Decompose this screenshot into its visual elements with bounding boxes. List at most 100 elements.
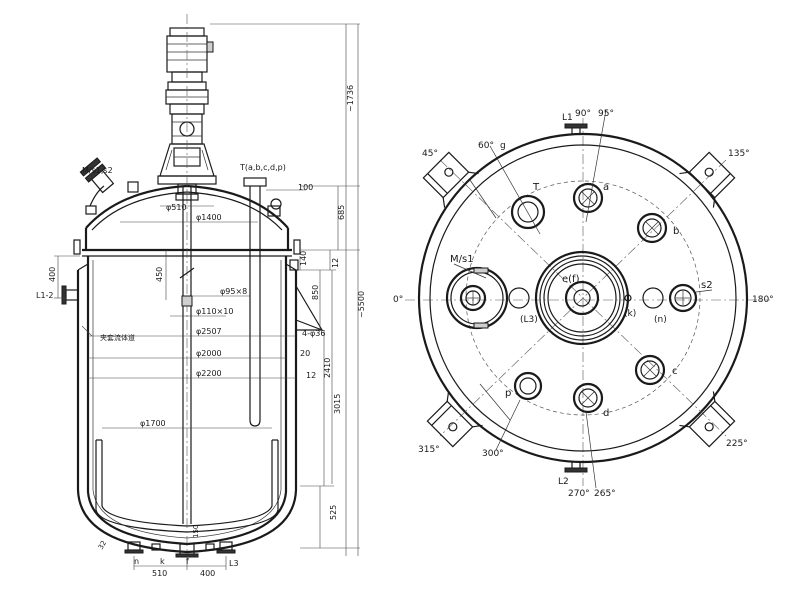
lug-225 <box>679 391 736 448</box>
label-dim-12b: 12 <box>306 371 316 380</box>
label-dim-850: 850 <box>311 285 320 300</box>
bottom-dimensions <box>133 556 227 570</box>
label-dim-32: 32 <box>97 539 108 551</box>
label-angle-225: 225° <box>726 439 748 449</box>
label-L1-2: L1-2 <box>36 291 54 300</box>
label-angle-270: 270° <box>568 489 590 499</box>
label-b: b <box>673 226 679 237</box>
nozzle-c <box>634 354 666 386</box>
lug-315 <box>426 391 483 448</box>
label-f: f <box>186 557 189 566</box>
terminal-box <box>206 41 214 53</box>
nozzle-a <box>572 182 604 214</box>
support-lug <box>295 283 324 331</box>
label-k: k <box>160 557 165 566</box>
label-angle-315: 315° <box>418 445 440 455</box>
label-s2: s2 <box>701 280 713 291</box>
label-k: (k) <box>624 309 636 319</box>
top-view: 45° 60° g L1 90° 95° 135° T a b M/s1 e(f… <box>393 109 774 499</box>
label-angle-265: 265° <box>594 489 616 499</box>
lug-45 <box>422 151 479 208</box>
jacket-bottom <box>76 489 298 554</box>
agitator-shaft <box>179 14 195 560</box>
label-dim-2410: 2410 <box>323 358 332 378</box>
label-L3: L3 <box>229 559 239 568</box>
label-dia-2000: φ2000 <box>196 349 222 358</box>
label-dim-12: 12 <box>331 258 340 268</box>
nozzle-L1 <box>564 123 588 135</box>
label-g: g <box>500 141 506 151</box>
label-dim-510-bottom: 510 <box>152 569 167 578</box>
label-nozzle-left: M/s1,s2 <box>82 166 113 175</box>
jacket-outer-circle <box>417 132 749 464</box>
label-L2: L2 <box>558 477 569 487</box>
label-jacket: 夹套流体道 <box>100 333 135 342</box>
label-dia-2200: φ2200 <box>196 369 222 378</box>
manhole-Ms1 <box>445 266 509 330</box>
label-L1: L1 <box>562 113 573 123</box>
label-dia-510: φ510 <box>166 203 187 212</box>
label-dim-3015: 3015 <box>333 394 342 414</box>
label-d: d <box>603 408 609 419</box>
label-bolt-holes: 4-φ36 <box>302 329 325 338</box>
nozzle-L2 <box>564 461 588 473</box>
leader-lines <box>453 109 713 489</box>
label-dim-400-bottom: 400 <box>200 569 215 578</box>
label-dim-5500: ~5500 <box>357 291 366 318</box>
nozzle-s2 <box>668 283 698 313</box>
label-dim-1736: ~1736 <box>346 85 355 112</box>
label-dia-2507: φ2507 <box>196 327 222 336</box>
label-dia-110x10: φ110×10 <box>196 307 233 316</box>
label-dim-20: 20 <box>300 349 310 358</box>
vertical-dimensions <box>210 23 360 556</box>
label-angle-90: 90° <box>575 109 591 119</box>
label-dia-95x8: φ95×8 <box>220 287 247 296</box>
nozzle-d <box>572 382 604 414</box>
center-nozzle-ef <box>534 250 630 346</box>
label-dim-685: 685 <box>337 205 346 220</box>
nozzle-L3 <box>508 287 530 309</box>
label-n: (n) <box>654 315 667 325</box>
label-Ms1: M/s1 <box>450 254 474 265</box>
shell-circle <box>429 144 737 452</box>
nozzle-b <box>636 212 668 244</box>
label-c: c <box>672 366 678 377</box>
label-dim-525: 525 <box>329 505 338 520</box>
diameter-dimensions <box>81 205 296 429</box>
label-T: T <box>532 182 540 193</box>
label-n: n <box>134 557 139 566</box>
nozzle-n <box>642 287 664 309</box>
left-dimensions <box>54 250 167 300</box>
label-angle-180: 180° <box>752 295 774 305</box>
nozzle-p <box>513 371 543 401</box>
top-view-labels: 45° 60° g L1 90° 95° 135° T a b M/s1 e(f… <box>393 109 774 499</box>
top-nozzles <box>79 157 282 217</box>
label-angle-95: 95° <box>598 109 614 119</box>
label-angle-300: 300° <box>482 449 504 459</box>
side-fittings <box>61 239 324 558</box>
label-a: a <box>603 182 609 193</box>
label-dia-1700: φ1700 <box>140 419 166 428</box>
label-dim-100: 100 <box>298 183 313 192</box>
label-p: p <box>505 388 511 399</box>
dip-pipe <box>243 177 267 427</box>
nozzle-T <box>510 194 546 230</box>
label-dim-400-left: 400 <box>48 267 57 282</box>
label-dim-450: 450 <box>155 267 164 282</box>
thermo-pipe <box>249 186 261 427</box>
label-dim-140: 140 <box>299 251 308 266</box>
label-nozzle-right: T(a,b,c,d,p) <box>239 163 286 172</box>
lug-135 <box>679 151 736 208</box>
nozzle-k <box>624 294 632 302</box>
label-angle-0: 0° <box>393 295 403 305</box>
label-angle-135: 135° <box>728 149 750 159</box>
side-view-labels: M/s1,s2 T(a,b,c,d,p) φ510 φ1400 φ95×8 φ1… <box>36 85 366 578</box>
label-angle-60: 60° <box>478 141 494 151</box>
label-dia-1400: φ1400 <box>196 213 222 222</box>
label-ef: e(f) <box>562 274 580 285</box>
side-view: M/s1,s2 T(a,b,c,d,p) φ510 φ1400 φ95×8 φ1… <box>36 14 366 578</box>
label-L3: (L3) <box>520 315 538 325</box>
label-angle-45: 45° <box>422 149 438 159</box>
